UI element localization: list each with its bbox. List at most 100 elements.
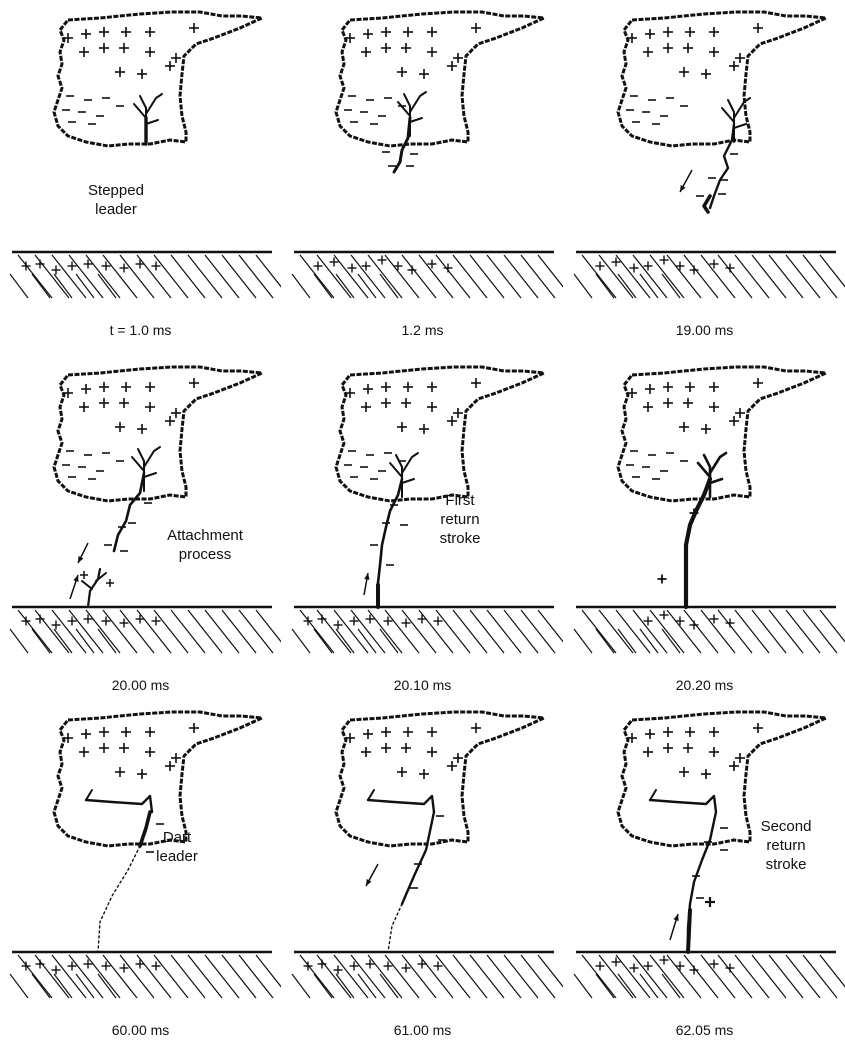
leader-branch xyxy=(410,118,422,122)
upward-return-arrow xyxy=(670,914,679,940)
hatch-line xyxy=(487,955,521,998)
cloud-positive-charge xyxy=(137,424,147,434)
cloud-positive-charge xyxy=(643,402,653,412)
hatch-line xyxy=(69,610,103,653)
hatch-line xyxy=(596,274,614,298)
panel-7-time: 60.00 ms xyxy=(0,1022,281,1038)
stepped-leader xyxy=(114,473,144,551)
hatch-line xyxy=(786,255,820,298)
hatch-line xyxy=(86,610,120,653)
cloud-positive-charge xyxy=(381,743,391,753)
cloud-positive-charge xyxy=(645,729,655,739)
hatch-line xyxy=(402,255,436,298)
hatch-line xyxy=(314,974,332,998)
hatch-line xyxy=(470,955,504,998)
ground-positive-charge xyxy=(152,262,161,271)
cloud-positive-charge xyxy=(679,67,689,77)
hatch-line xyxy=(358,629,376,653)
leader-branch xyxy=(410,92,426,112)
ground-positive-charge xyxy=(394,262,403,271)
hatch-line xyxy=(419,955,453,998)
cloud-positive-charge xyxy=(709,727,719,737)
ground-positive-charge xyxy=(596,262,605,271)
cloud-positive-charge xyxy=(381,727,391,737)
hatch-line xyxy=(667,610,701,653)
ground-positive-charge xyxy=(630,964,639,973)
hatch-line xyxy=(239,955,273,998)
hatch-line xyxy=(735,955,769,998)
cloud-positive-charge xyxy=(735,753,745,763)
hatch-line xyxy=(76,274,94,298)
hatch-line xyxy=(470,610,504,653)
cloud-positive-charge xyxy=(79,402,89,412)
cloud-positive-charge xyxy=(361,47,371,57)
hatch-line xyxy=(453,955,487,998)
return-stroke-base xyxy=(688,910,690,952)
hatch-line xyxy=(120,955,154,998)
ground-positive-charge xyxy=(136,260,145,269)
hatch-line xyxy=(504,955,538,998)
cloud-positive-charge xyxy=(81,384,91,394)
cloud-positive-charge xyxy=(453,408,463,418)
ground-positive-charge xyxy=(726,619,735,628)
panel-8-drawing xyxy=(282,700,563,1050)
cloud-positive-charge xyxy=(145,747,155,757)
cloud-positive-charge xyxy=(361,747,371,757)
hatch-line xyxy=(402,610,436,653)
cloud-positive-charge xyxy=(685,382,695,392)
leader-branch xyxy=(710,453,726,473)
leader-branch xyxy=(144,447,160,467)
ground-positive-charge xyxy=(36,960,45,969)
cloud-positive-charge xyxy=(663,398,673,408)
hatch-line xyxy=(504,255,538,298)
hatch-line xyxy=(735,610,769,653)
cloud-positive-charge xyxy=(145,382,155,392)
hatch-line xyxy=(385,955,419,998)
cloud-positive-charge xyxy=(171,53,181,63)
cloud-positive-charge xyxy=(709,382,719,392)
cloud-positive-charge xyxy=(99,398,109,408)
cloud-positive-charge xyxy=(381,398,391,408)
hatch-line xyxy=(171,610,205,653)
cloud-positive-charge xyxy=(189,378,199,388)
ground-positive-charge xyxy=(676,617,685,626)
prior-channel-in-cloud xyxy=(86,796,152,812)
cloud-positive-charge xyxy=(137,769,147,779)
cloud-positive-charge xyxy=(145,727,155,737)
ground-positive-charge xyxy=(36,615,45,624)
cloud-positive-charge xyxy=(645,29,655,39)
cloud-positive-charge xyxy=(419,69,429,79)
hatch-line xyxy=(574,974,592,998)
hatch-line xyxy=(292,629,310,653)
hatch-line xyxy=(69,255,103,298)
panel-3-drawing xyxy=(564,0,845,350)
cloud-positive-charge xyxy=(663,727,673,737)
prior-channel-branch xyxy=(368,790,374,800)
leader-branch xyxy=(402,453,418,473)
cloud-positive-charge xyxy=(753,23,763,33)
hatch-line xyxy=(239,610,273,653)
ground-positive-charge xyxy=(334,621,343,630)
hatch-line xyxy=(334,955,368,998)
hatch-line xyxy=(10,629,28,653)
panel-1-drawing xyxy=(0,0,281,350)
hatch-line xyxy=(803,255,837,298)
hatch-line xyxy=(786,955,820,998)
cloud-positive-charge xyxy=(735,408,745,418)
hatch-line xyxy=(684,955,718,998)
hatch-line xyxy=(154,955,188,998)
hatch-line xyxy=(222,255,256,298)
ground-positive-charge xyxy=(434,962,443,971)
cloud-positive-charge xyxy=(683,43,693,53)
ground-positive-charge xyxy=(348,264,357,273)
ground-positive-charge xyxy=(36,260,45,269)
hatch-line xyxy=(470,255,504,298)
cloud-positive-charge xyxy=(453,53,463,63)
panel-5-label: First return stroke xyxy=(420,491,500,548)
ground-hatching xyxy=(292,955,563,998)
prior-channel-branch xyxy=(86,790,92,800)
hatch-line xyxy=(368,255,402,298)
cloud-positive-charge xyxy=(397,67,407,77)
ground-hatching xyxy=(292,610,563,653)
hatch-line xyxy=(52,610,86,653)
